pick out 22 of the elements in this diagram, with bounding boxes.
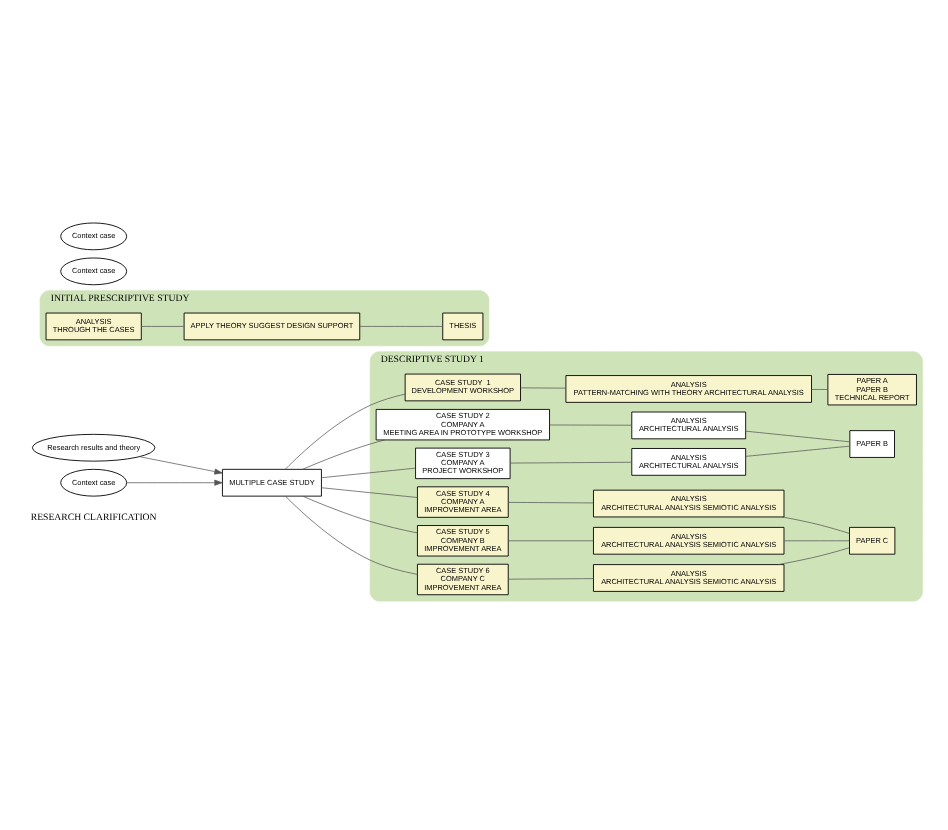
connector: [745, 430, 851, 443]
connector: [321, 487, 418, 498]
connector: [285, 495, 418, 575]
connector: [549, 424, 632, 426]
connector: [359, 326, 444, 327]
connector: [508, 502, 594, 504]
connector: [285, 393, 406, 470]
connector: [510, 461, 633, 464]
connector: [783, 540, 850, 542]
connector: [520, 387, 567, 389]
connector: [778, 547, 850, 565]
connector: [302, 495, 418, 534]
connector: [811, 389, 828, 390]
connector: [321, 467, 416, 479]
arrow: [139, 456, 223, 475]
connector: [745, 445, 851, 457]
connector: [508, 540, 594, 542]
connector: [302, 439, 385, 470]
connector: [782, 516, 850, 534]
arrow: [126, 479, 223, 486]
connector: [140, 326, 185, 327]
connector: [508, 578, 594, 580]
